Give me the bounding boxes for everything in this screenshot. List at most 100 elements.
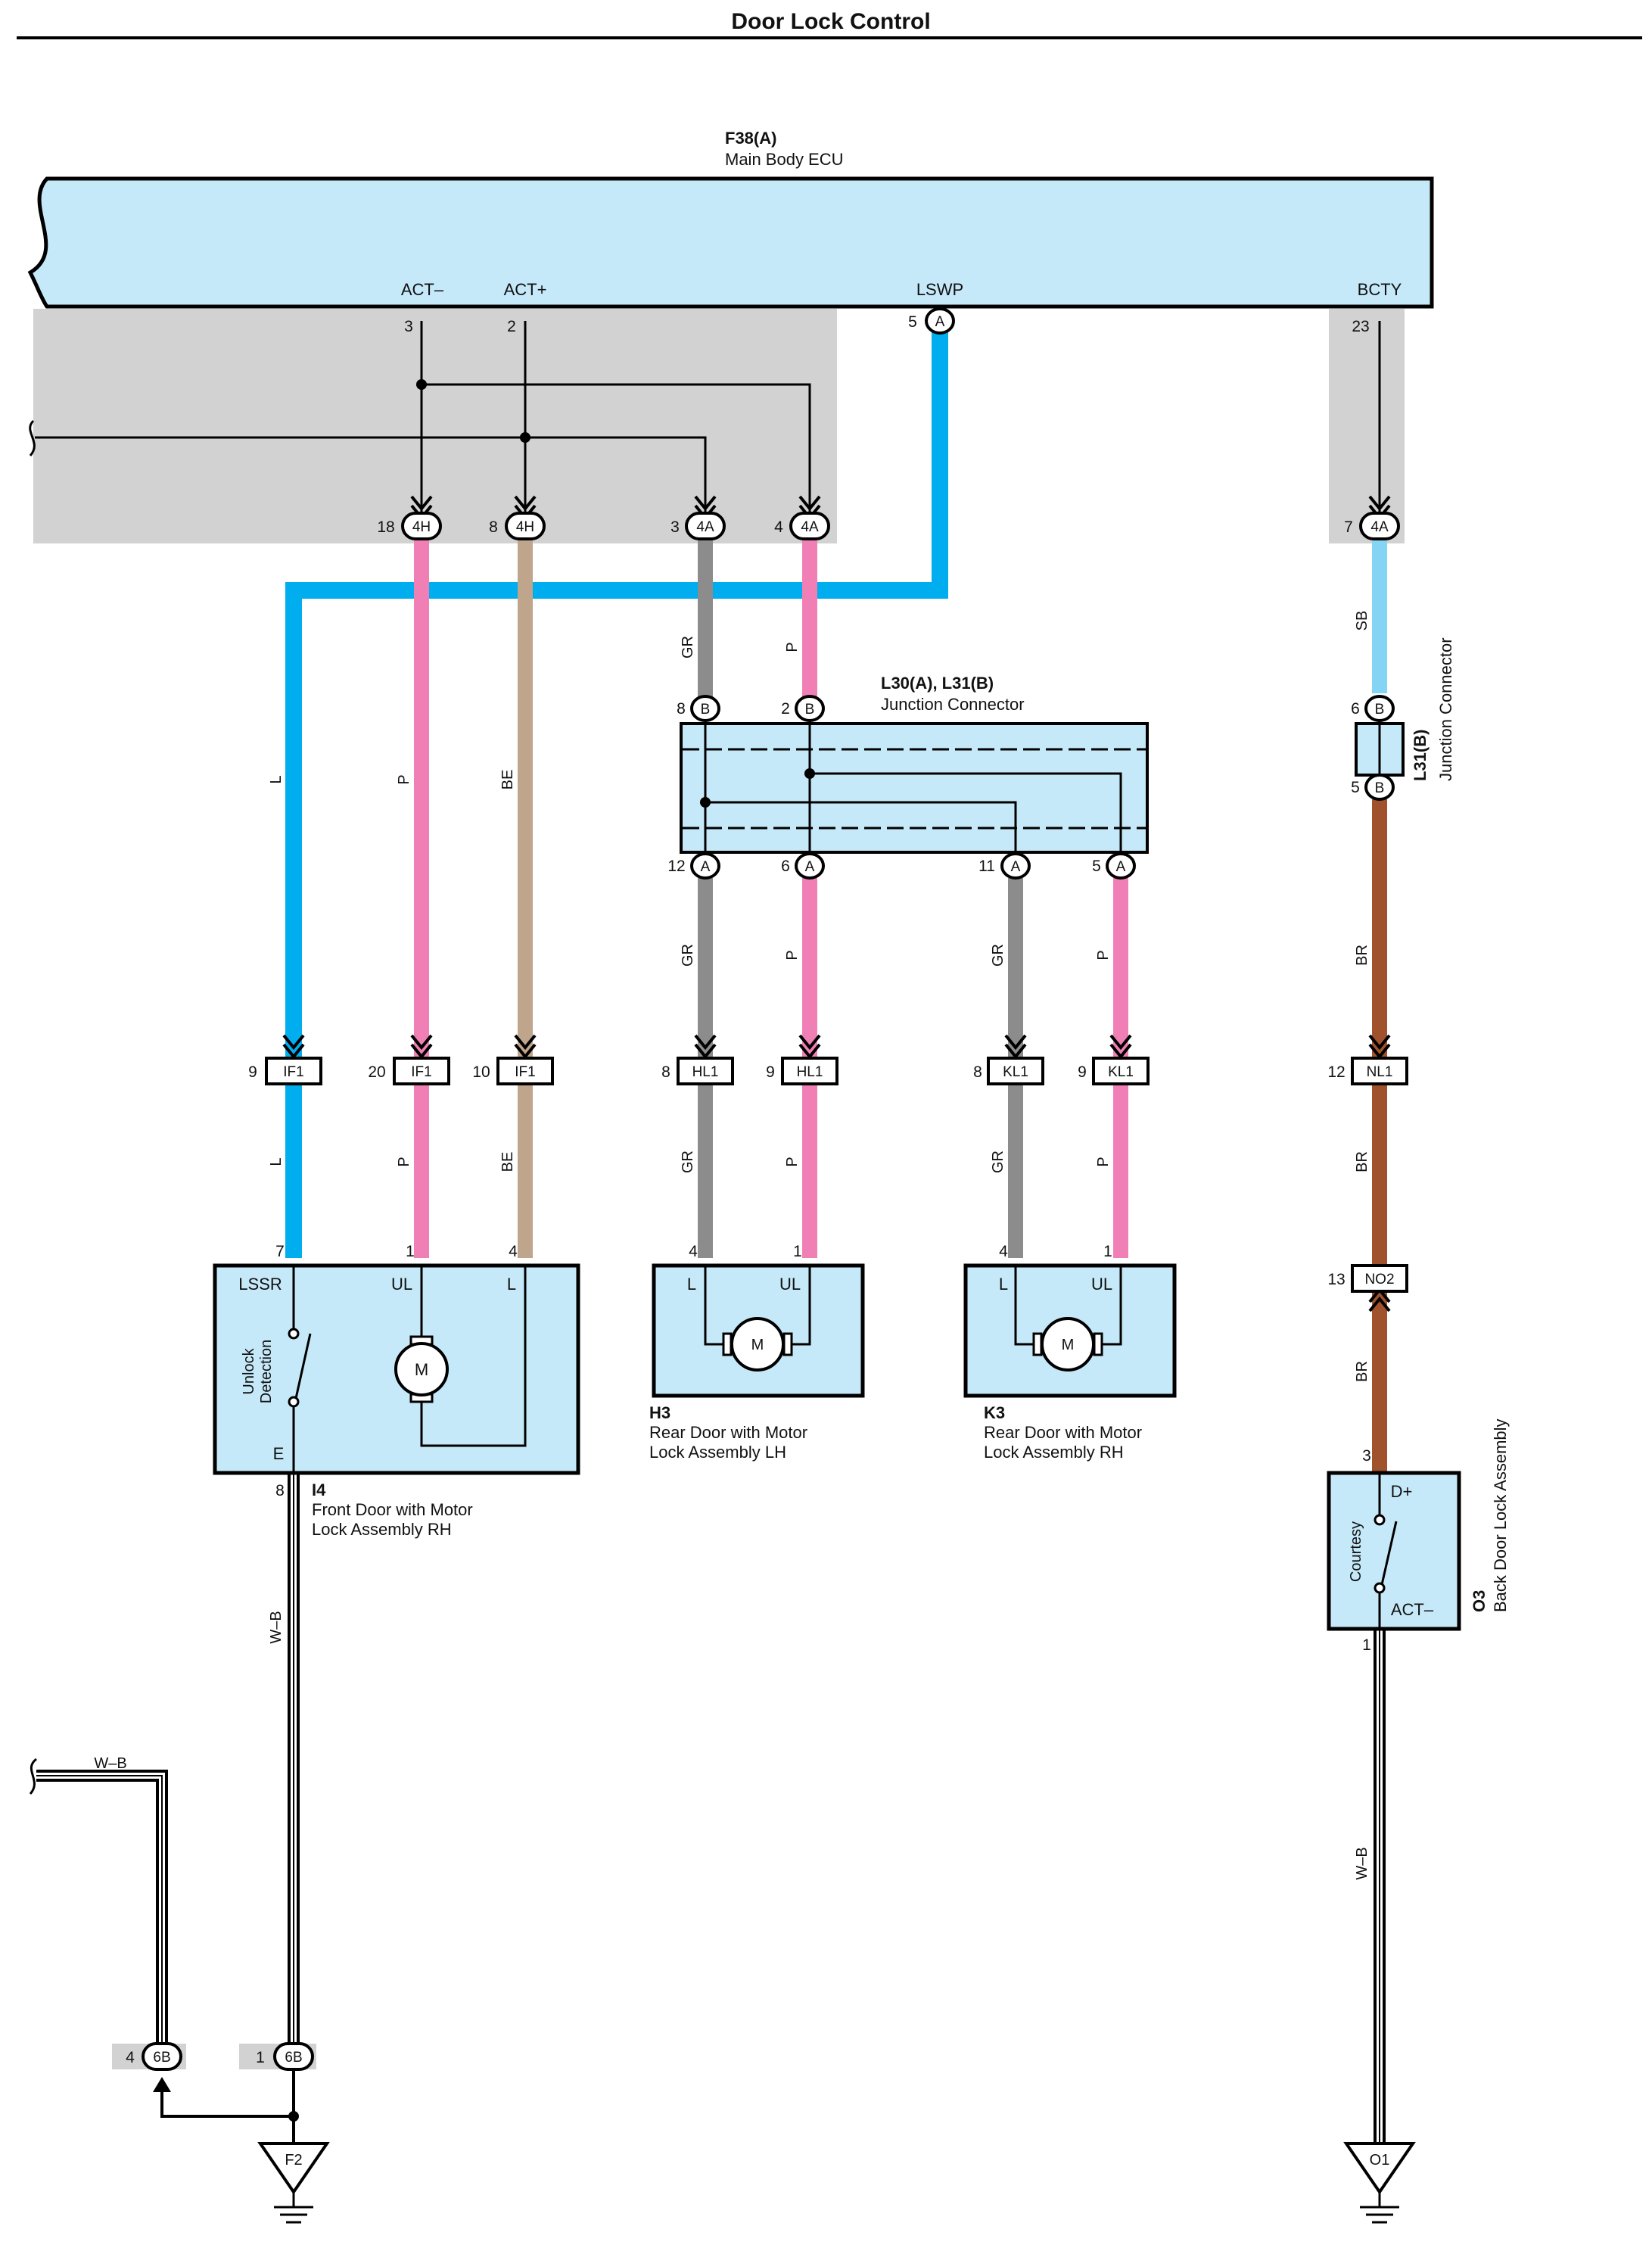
svg-text:A: A: [701, 859, 711, 875]
junction-b-pin-5: B 5: [1351, 774, 1395, 801]
svg-text:HL1: HL1: [692, 1064, 719, 1080]
h3-pin-1: 1: [793, 1243, 802, 1260]
o3-internal: [1378, 1474, 1398, 1627]
svg-text:NL1: NL1: [1367, 1064, 1393, 1080]
i4-code: I4: [312, 1481, 326, 1499]
svg-text:9: 9: [1078, 1063, 1087, 1081]
svg-text:GR: GR: [990, 944, 1006, 967]
h3-name-1: Rear Door with Motor: [649, 1423, 807, 1442]
svg-text:F2: F2: [285, 2152, 302, 2169]
k3-pin-1: 1: [1103, 1243, 1112, 1260]
svg-text:6B: 6B: [153, 2050, 170, 2066]
svg-text:BE: BE: [499, 770, 516, 790]
k3-term-ul: UL: [1091, 1275, 1112, 1294]
ecu-pin-3: 3: [404, 318, 413, 335]
hub-connector-7-4a: 4A 7: [1344, 512, 1400, 540]
svg-text:KL1: KL1: [1108, 1064, 1134, 1080]
svg-text:SB: SB: [1354, 611, 1370, 631]
svg-text:6B: 6B: [285, 2050, 302, 2066]
svg-text:L: L: [268, 775, 285, 783]
inline-connector-8-hl1: HL1 8: [661, 1057, 734, 1085]
h3-motor: M: [722, 1317, 793, 1372]
junction-splice-gr: [700, 797, 711, 808]
hub-connector-18-4h: 4H 18: [377, 512, 442, 540]
shade-region-right: [1329, 309, 1405, 543]
o3-pin-1: 1: [1362, 1636, 1371, 1654]
h3-internal: [704, 1267, 811, 1346]
svg-text:B: B: [1375, 702, 1385, 718]
svg-text:BR: BR: [1354, 1361, 1370, 1382]
svg-text:P: P: [784, 1157, 801, 1166]
i4-term-ul: UL: [391, 1275, 412, 1294]
junction-splice-p: [804, 768, 815, 779]
svg-text:O1: O1: [1370, 2152, 1390, 2169]
o3-box: [1327, 1471, 1461, 1631]
svg-text:GR: GR: [990, 1150, 1006, 1173]
inline-connector-9-if1: IF1 9: [248, 1057, 322, 1085]
svg-text:BR: BR: [1354, 1151, 1370, 1172]
svg-text:2: 2: [781, 700, 790, 718]
svg-text:KL1: KL1: [1003, 1064, 1028, 1080]
k3-code: K3: [984, 1403, 1005, 1422]
junction-pin-12a: A 12: [667, 852, 720, 880]
ecu-pin-2: 2: [507, 318, 516, 335]
wire-l-blue: [285, 321, 948, 1258]
h3-term-ul: UL: [779, 1275, 801, 1294]
svg-text:8: 8: [973, 1063, 982, 1081]
svg-text:W–B: W–B: [94, 1755, 126, 1772]
inline-connector-9-kl1: KL1 9: [1078, 1057, 1150, 1085]
o3-name: Back Door Lock Assembly: [1491, 1418, 1510, 1612]
junction-b-name: Junction Connector: [1436, 637, 1455, 781]
inline-connector-13-no2: NO2 13: [1327, 1264, 1408, 1293]
o3-switch-contact-bottom: [1374, 1582, 1386, 1594]
ecu-internal-wiring: [29, 321, 1381, 512]
svg-text:M: M: [751, 1337, 764, 1353]
svg-text:8: 8: [677, 700, 686, 718]
inline-connector-8-kl1: KL1 8: [973, 1057, 1044, 1085]
svg-text:8: 8: [661, 1063, 670, 1081]
wire-wb-break: [29, 1758, 38, 1795]
o3-switch-contact-top: [1374, 1514, 1386, 1526]
svg-text:7: 7: [1344, 518, 1353, 536]
svg-text:4H: 4H: [412, 519, 431, 535]
ground-connector-4-6b: 6B 4: [126, 2042, 182, 2071]
junction-pin-6a: A 6: [781, 852, 825, 880]
ground-symbol-f2: F2: [257, 2142, 330, 2224]
svg-text:B: B: [1375, 780, 1385, 796]
o3-pin-3: 3: [1362, 1447, 1371, 1465]
svg-text:B: B: [805, 702, 815, 718]
i4-term-e: E: [273, 1444, 285, 1463]
junction-box: [680, 722, 1149, 854]
svg-text:9: 9: [766, 1063, 775, 1081]
splice-act-plus: [520, 432, 530, 443]
k3-internal: [1014, 1267, 1122, 1346]
svg-text:12: 12: [1327, 1063, 1345, 1081]
ecu-box: [27, 176, 1434, 309]
svg-text:M: M: [1062, 1337, 1075, 1353]
ecu-terminal-bcty: BCTY: [1358, 280, 1402, 299]
svg-text:M: M: [415, 1360, 428, 1379]
svg-text:8: 8: [489, 518, 498, 536]
diagram-title: Door Lock Control: [731, 9, 930, 34]
o3-code: O3: [1470, 1590, 1489, 1612]
hub-connector-8-4h: 4H 8: [489, 512, 546, 540]
svg-text:4A: 4A: [696, 519, 714, 535]
ground-arrow-head: [153, 2077, 171, 2092]
svg-text:18: 18: [377, 518, 394, 536]
svg-text:4H: 4H: [516, 519, 534, 535]
hub-connector-4-4a: 4A 4: [774, 512, 830, 540]
junction-pin-8b: B 8: [677, 695, 720, 722]
junction-code: L30(A), L31(B): [881, 674, 994, 693]
svg-text:20: 20: [368, 1063, 385, 1081]
hub-connector-3-4a: 4A 3: [670, 512, 726, 540]
svg-text:4: 4: [126, 2049, 135, 2066]
svg-text:4A: 4A: [1370, 519, 1389, 535]
svg-text:10: 10: [472, 1063, 490, 1081]
i4-switch-label-1: Unlock: [241, 1347, 257, 1394]
o3-switch-label: Courtesy: [1348, 1521, 1364, 1582]
inline-connector-12-nl1: NL1 12: [1327, 1057, 1408, 1085]
svg-text:13: 13: [1327, 1271, 1345, 1288]
svg-text:7: 7: [275, 1243, 285, 1260]
h3-name-2: Lock Assembly LH: [649, 1443, 786, 1462]
svg-text:4A: 4A: [801, 519, 819, 535]
